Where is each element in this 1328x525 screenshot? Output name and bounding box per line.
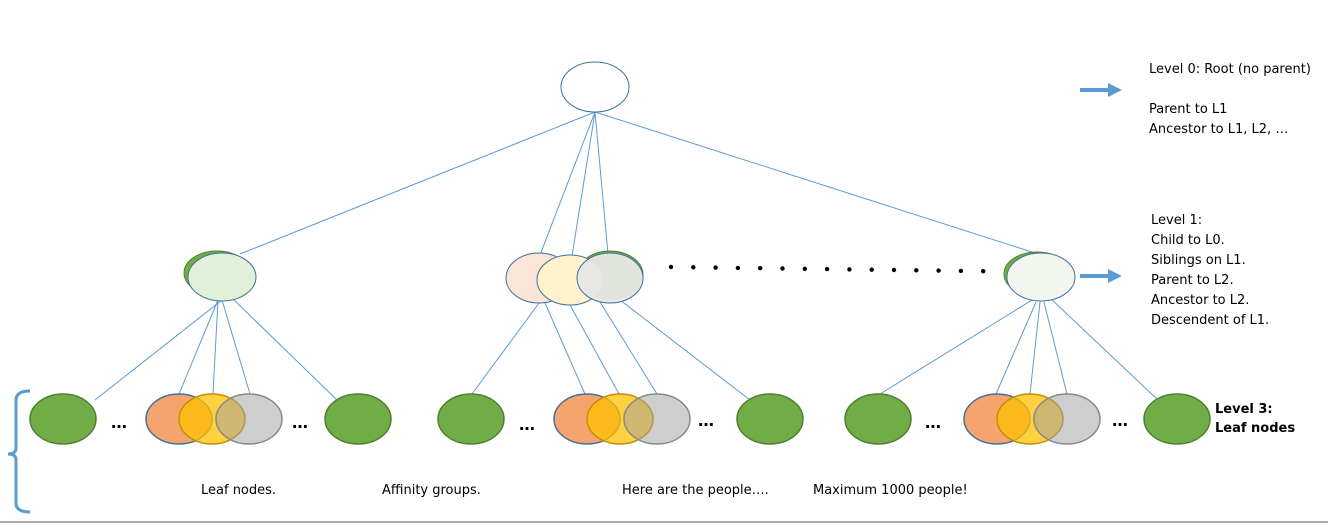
leaf-node	[437, 393, 505, 445]
level0-title: Level 0: Root (no parent)	[1149, 62, 1311, 77]
affinity-group-circle	[1033, 393, 1101, 445]
caption: Affinity groups.	[382, 483, 481, 498]
level1-description: Level 1: Child to L0. Siblings on L1. Pa…	[1151, 213, 1269, 328]
dot	[758, 266, 763, 271]
level1-middle-group	[505, 250, 644, 306]
level1-right-node	[1003, 251, 1076, 302]
dot	[958, 268, 964, 274]
arrow-icon	[1080, 83, 1122, 97]
dot	[691, 265, 696, 270]
level3-line: Leaf nodes	[1215, 421, 1295, 436]
level1-left-node	[183, 250, 257, 302]
level0-description: Level 0: Root (no parent) Parent to L1 A…	[1149, 62, 1311, 137]
leaf-node	[844, 393, 912, 445]
dot	[802, 266, 807, 271]
caption: Leaf nodes.	[201, 483, 276, 498]
dot	[735, 265, 741, 271]
dot	[914, 268, 919, 273]
level1-line: Descendent of L1.	[1151, 313, 1269, 328]
captions: Leaf nodes. Affinity groups. Here are th…	[201, 483, 968, 498]
dot	[847, 267, 852, 272]
level1-line: Child to L0.	[1151, 233, 1225, 248]
caption: Here are the people….	[622, 483, 769, 498]
connector-lines	[94, 111, 1159, 401]
dot	[869, 267, 874, 272]
level0-line: Parent to L1	[1149, 102, 1227, 117]
level1-title: Level 1:	[1151, 213, 1202, 228]
ellipsis: …	[519, 415, 535, 434]
ellipsis: …	[698, 411, 714, 430]
ellipsis: …	[292, 413, 308, 432]
ellipsis: …	[111, 413, 127, 432]
leaf-nodes	[29, 393, 1211, 445]
leaf-node	[324, 393, 392, 445]
caption: Maximum 1000 people!	[813, 483, 968, 498]
level0-line: Ancestor to L1, L2, …	[1149, 122, 1288, 137]
dot	[936, 268, 941, 273]
sibling-dots	[668, 264, 986, 274]
ellipsis: …	[1112, 411, 1128, 430]
leaf-node	[1143, 393, 1211, 445]
arrow-icon	[1080, 269, 1122, 283]
dot	[981, 269, 986, 274]
level3-description: Level 3: Leaf nodes	[1215, 402, 1295, 436]
ellipsis-markers: … … … … … …	[111, 411, 1128, 434]
level3-title: Level 3:	[1215, 402, 1273, 417]
affinity-group-circle	[215, 393, 283, 445]
leaf-node	[736, 393, 804, 445]
level1-line: Siblings on L1.	[1151, 253, 1246, 268]
level1-line: Parent to L2.	[1151, 273, 1234, 288]
dot	[780, 266, 785, 271]
dot	[891, 267, 897, 273]
dot	[824, 266, 830, 272]
level1-line: Ancestor to L2.	[1151, 293, 1249, 308]
root-node	[560, 61, 630, 113]
level3-bracket	[7, 389, 31, 514]
leaf-node	[29, 393, 97, 445]
affinity-group-circle	[623, 393, 691, 445]
ellipsis: …	[925, 413, 941, 432]
dot	[668, 264, 674, 270]
dot	[713, 265, 718, 270]
